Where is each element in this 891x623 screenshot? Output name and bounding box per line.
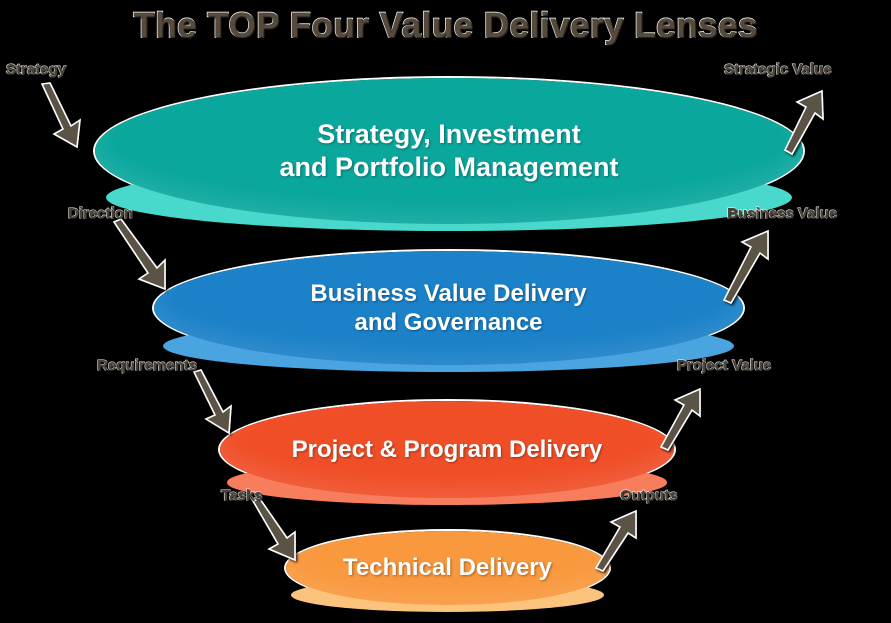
lens-business-value-face (154, 251, 743, 365)
lens-business-value[interactable]: Business Value Delivery and Governance (152, 249, 745, 372)
lens-technical-delivery[interactable]: Technical Delivery (284, 529, 611, 612)
flow-label-requirements: Requirements (96, 356, 198, 374)
lens-strategy[interactable]: Strategy, Investment and Portfolio Manag… (93, 76, 805, 231)
flow-label-outputs: Outputs (619, 486, 678, 504)
arrow-requirements-down (192, 369, 232, 435)
lens-project-program[interactable]: Project & Program Delivery (218, 399, 676, 505)
lens-project-program-label: Project & Program Delivery (291, 435, 603, 463)
arrow-tasks-down (251, 498, 296, 562)
page-title: The TOP Four Value Delivery Lenses (133, 5, 758, 45)
lens-strategy-label: Strategy, Investment and Portfolio Manag… (279, 119, 619, 182)
flow-label-strategic-value: Strategic Value (723, 60, 832, 78)
arrow-direction-down (112, 218, 166, 291)
flow-label-business-value: Business Value (726, 204, 838, 222)
flow-label-direction: Direction (67, 204, 134, 222)
flow-label-project-value: Project Value (676, 356, 772, 374)
lens-business-value-label: Business Value Delivery and Governance (310, 279, 587, 336)
lens-technical-delivery-face (286, 531, 609, 605)
lens-project-program-face (220, 401, 674, 498)
arrow-strategy-down (40, 82, 81, 149)
flow-label-tasks: Tasks (220, 486, 263, 504)
lens-strategy-face (95, 78, 803, 224)
lens-technical-delivery-label: Technical Delivery (343, 554, 552, 582)
flow-label-strategy: Strategy (5, 60, 67, 78)
